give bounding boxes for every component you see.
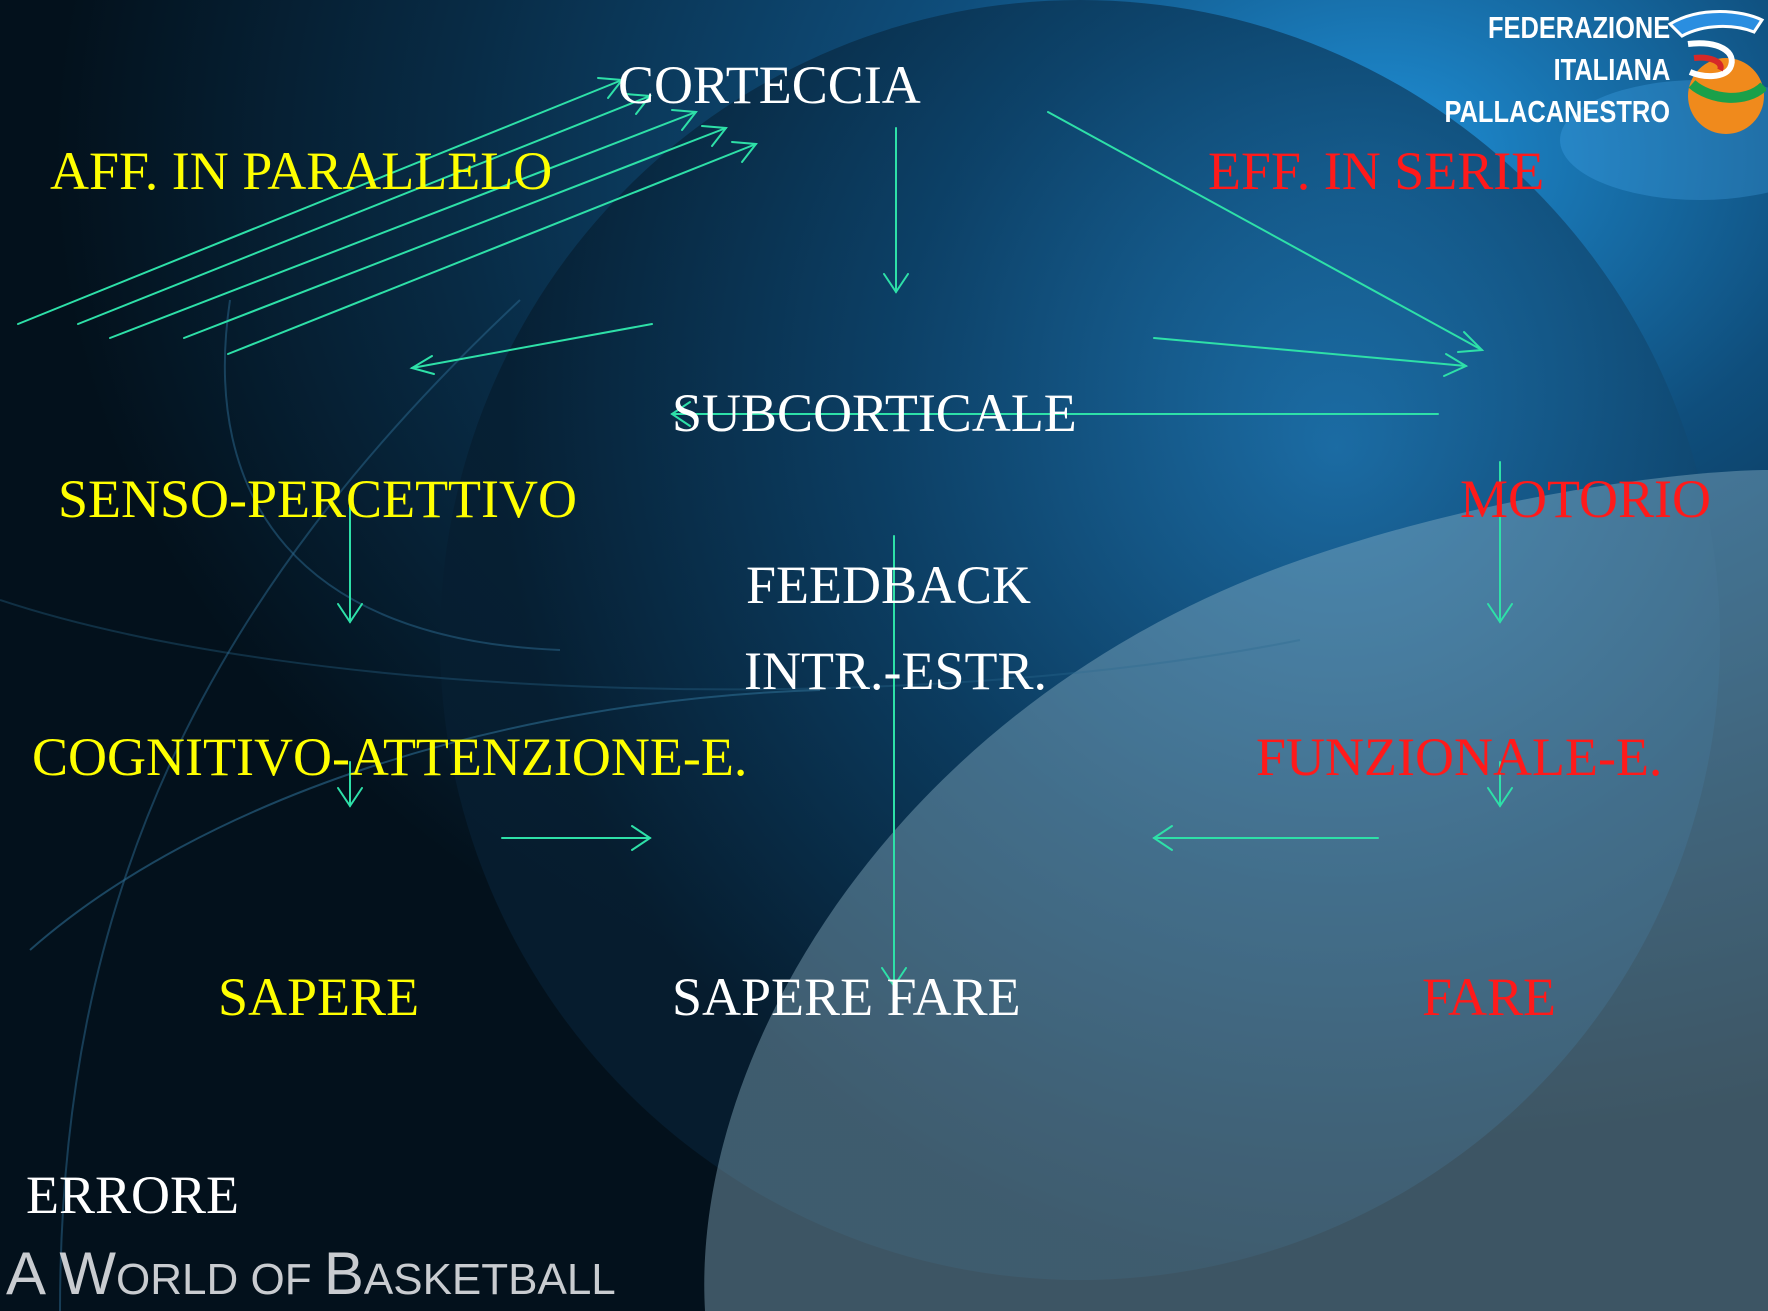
afferent-arrow-3 xyxy=(109,109,698,339)
fip-logo: FEDERAZIONE ITALIANA PALLACANESTRO xyxy=(1428,0,1768,140)
left-horizontal-arrow xyxy=(501,825,652,851)
node-aff-in-parallelo: AFF. IN PARALLELO xyxy=(50,141,553,201)
cognitivo-down-arrow xyxy=(337,761,363,808)
afferent-arrow-1 xyxy=(17,77,624,325)
afferent-arrow-5 xyxy=(227,141,758,355)
node-fare: FARE xyxy=(1422,967,1557,1027)
afferent-arrow-4 xyxy=(183,125,728,339)
node-motorio: MOTORIO xyxy=(1460,469,1712,529)
tagline-a-world-of-basketball: A WORLD OF BASKETBALL xyxy=(6,1244,616,1304)
logo-line-2: ITALIANA xyxy=(1553,52,1670,87)
logo-line-1: FEDERAZIONE xyxy=(1487,10,1670,45)
tagline-of: OF xyxy=(238,1255,324,1304)
node-errore: ERRORE xyxy=(26,1165,240,1225)
tagline-asketball: ASKETBALL xyxy=(363,1255,616,1304)
senso-down-arrow xyxy=(337,493,363,624)
node-sapere: SAPERE xyxy=(218,967,420,1027)
to-motorio-arrow xyxy=(1153,337,1469,377)
node-corteccia: CORTECCIA xyxy=(618,55,921,115)
feedback-vertical-arrow xyxy=(881,535,907,988)
eff-serie-arrow xyxy=(1047,111,1485,353)
tagline-orld: ORLD xyxy=(116,1255,239,1304)
afferent-arrow-2 xyxy=(77,93,652,325)
basketball-panel xyxy=(704,470,1768,1311)
node-senso-percettivo: SENSO-PERCETTIVO xyxy=(58,469,578,529)
tagline-b: B xyxy=(323,1240,364,1307)
node-intr-estr: INTR.-ESTR. xyxy=(744,641,1047,701)
node-sapere-fare: SAPERE FARE xyxy=(672,967,1021,1027)
planet-shape xyxy=(440,0,1720,1280)
motorio-down-arrow xyxy=(1487,461,1513,624)
node-subcorticale: SUBCORTICALE xyxy=(672,383,1077,443)
node-feedback: FEEDBACK xyxy=(746,555,1032,615)
logo-emblem-icon xyxy=(1667,10,1766,134)
funzionale-down-arrow xyxy=(1487,761,1513,808)
tagline-a: A xyxy=(6,1240,60,1307)
node-cognitivo-attenzione: COGNITIVO-ATTENZIONE-E. xyxy=(32,727,748,787)
node-eff-in-serie: EFF. IN SERIE xyxy=(1208,141,1545,201)
corteccia-down-arrow xyxy=(883,127,909,294)
node-funzionale: FUNZIONALE-E. xyxy=(1256,727,1663,787)
feedback-to-subcorticale-arrow xyxy=(670,401,1439,427)
right-horizontal-arrow xyxy=(1152,825,1379,851)
to-senso-arrow xyxy=(409,323,653,375)
tagline-w: W xyxy=(59,1240,117,1307)
logo-line-3: PALLACANESTRO xyxy=(1444,94,1670,129)
